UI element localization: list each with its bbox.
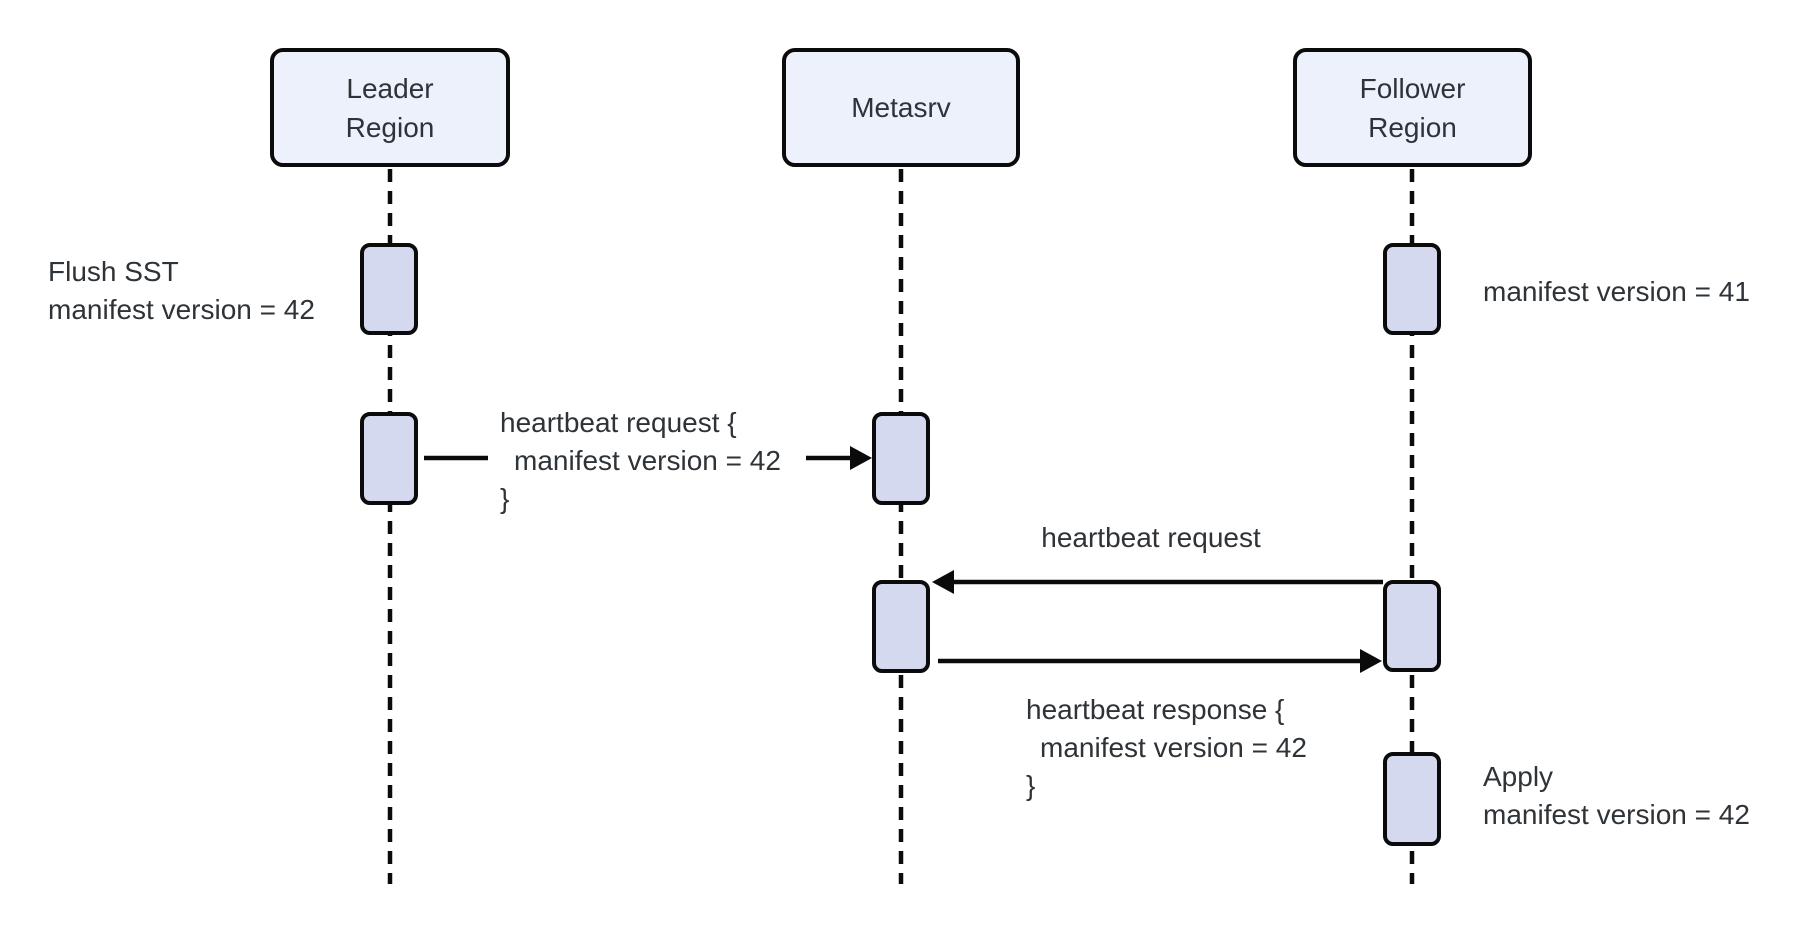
participant-label: Follower <box>1359 72 1466 104</box>
activation-leader-heartbeat <box>360 412 418 505</box>
message-line: heartbeat request <box>1041 522 1261 553</box>
message-line: manifest version = 42 <box>514 445 781 476</box>
message-line: heartbeat response { <box>1026 694 1285 725</box>
activation-metasrv-heartbeat2 <box>872 580 930 673</box>
message3-arrowhead-right-icon <box>1360 649 1382 673</box>
note-line: manifest version = 42 <box>48 294 315 325</box>
participant-metasrv: Metasrv <box>782 48 1020 167</box>
participant-follower-region: Follower Region <box>1293 48 1532 167</box>
participant-label: Metasrv <box>851 92 951 123</box>
note-line: Flush SST <box>48 256 179 287</box>
note-line: Apply <box>1483 761 1554 792</box>
message-line: manifest version = 42 <box>1040 732 1307 763</box>
message3-label: heartbeat response { manifest version = … <box>1026 691 1307 805</box>
note-line: manifest version = 41 <box>1483 276 1750 307</box>
note-line: manifest version = 42 <box>1483 799 1750 830</box>
participant-leader-region: Leader Region <box>270 48 510 167</box>
note-manifest-41: manifest version = 41 <box>1483 273 1750 311</box>
activation-follower-apply <box>1383 752 1441 846</box>
message-line: heartbeat request { <box>500 407 737 438</box>
activation-leader-flush <box>360 243 418 335</box>
message-line: } <box>1026 770 1036 801</box>
message2-label: heartbeat request <box>1001 519 1301 557</box>
message-line: } <box>500 483 510 514</box>
message1-arrowhead-right-icon <box>850 446 872 470</box>
participant-label: Region <box>345 111 435 143</box>
activation-follower-v41 <box>1383 243 1441 335</box>
activation-follower-heartbeat <box>1383 580 1441 672</box>
participant-label: Leader <box>346 72 434 104</box>
note-flush-sst: Flush SST manifest version = 42 <box>48 253 315 329</box>
note-apply: Apply manifest version = 42 <box>1483 758 1750 834</box>
activation-metasrv-heartbeat1 <box>872 412 930 505</box>
message2-arrowhead-left-icon <box>932 570 954 594</box>
participant-label: Region <box>1368 111 1457 143</box>
message1-label: heartbeat request { manifest version = 4… <box>500 404 781 518</box>
